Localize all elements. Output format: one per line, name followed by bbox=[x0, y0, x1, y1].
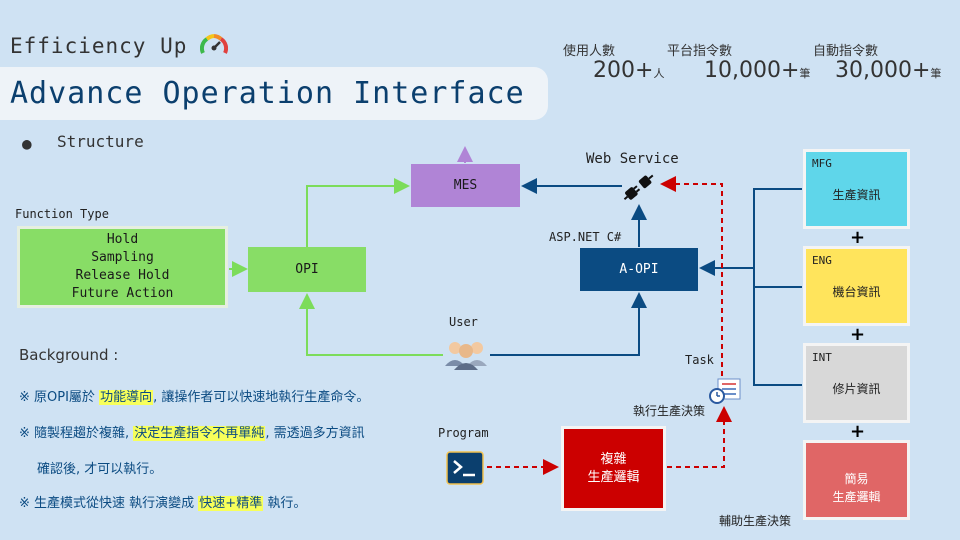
structure-bullet: ● bbox=[22, 134, 32, 153]
page-title: Advance Operation Interface bbox=[10, 76, 525, 111]
aopi-node: A-OPI bbox=[580, 248, 698, 291]
stat-users-value: 200+人 bbox=[593, 58, 665, 83]
source-code: INT bbox=[812, 351, 832, 364]
simple-logic-box: 簡易 生產邏輯 bbox=[803, 440, 910, 520]
stat-auto-label: 自動指令數 bbox=[813, 44, 879, 59]
terminal-icon bbox=[446, 451, 484, 485]
speedometer-icon bbox=[200, 34, 228, 54]
simple-logic-text: 簡易 生產邏輯 bbox=[806, 470, 907, 506]
function-type-item: Hold bbox=[106, 232, 139, 247]
exec-decision-label: 執行生產決策 bbox=[633, 404, 706, 418]
plus-sign: + bbox=[850, 227, 866, 248]
arrow-opi-mes bbox=[306, 178, 410, 247]
arrow-complex-task bbox=[667, 406, 732, 468]
arrow-user-aopi bbox=[490, 292, 647, 356]
eng-source-box: ENG 機台資訊 bbox=[803, 246, 910, 326]
function-type-item: Future Action bbox=[71, 286, 174, 301]
task-clock-icon bbox=[709, 378, 741, 404]
aspnet-label: ASP.NET C# bbox=[549, 230, 622, 244]
eyebrow-title: Efficiency Up bbox=[10, 34, 188, 58]
function-type-item: Release Hold bbox=[75, 268, 170, 283]
int-source-box: INT 修片資訊 bbox=[803, 343, 910, 423]
plus-sign: + bbox=[850, 324, 866, 345]
complex-logic-node: 複雜 生產邏輯 bbox=[561, 426, 666, 511]
source-name: 機台資訊 bbox=[832, 285, 881, 299]
source-code: ENG bbox=[812, 254, 832, 267]
plug-icon bbox=[623, 174, 654, 200]
source-code: MFG bbox=[812, 157, 832, 170]
opi-node: OPI bbox=[248, 247, 366, 292]
web-service-label: Web Service bbox=[586, 151, 679, 167]
mes-node: MES bbox=[411, 164, 520, 207]
title-banner bbox=[0, 67, 548, 120]
stat-users-label: 使用人數 bbox=[563, 44, 616, 59]
simple-logic-line: 生產邏輯 bbox=[832, 490, 881, 504]
source-name: 生產資訊 bbox=[832, 188, 881, 202]
plus-sign: + bbox=[850, 421, 866, 442]
mfg-source-box: MFG 生產資訊 bbox=[803, 149, 910, 229]
program-label: Program bbox=[438, 426, 489, 440]
background-line-2: ※ 隨製程趨於複雜, 決定生產指令不再單純, 需透過多方資訊 bbox=[19, 426, 365, 441]
background-line-4: ※ 生產模式從快速 執行演變成 快速+精準 執行。 bbox=[19, 496, 307, 511]
user-label: User bbox=[449, 315, 478, 329]
background-heading: Background : bbox=[19, 346, 119, 364]
arrow-task-ws bbox=[660, 176, 723, 376]
source-name: 修片資訊 bbox=[832, 382, 881, 396]
stat-platform-value: 10,000+筆 bbox=[704, 58, 811, 83]
complex-logic-line: 生產邏輯 bbox=[587, 469, 640, 485]
aux-decision-label: 輔助生產決策 bbox=[719, 514, 792, 528]
background-line-1: ※ 原OPI屬於 功能導向, 讓操作者可以快速地執行生產命令。 bbox=[19, 390, 370, 405]
function-type-label: Function Type bbox=[15, 207, 109, 221]
simple-logic-line: 簡易 bbox=[844, 472, 869, 486]
function-type-item: Sampling bbox=[91, 250, 154, 265]
stat-auto-value: 30,000+筆 bbox=[835, 58, 942, 83]
complex-logic-line: 複雜 bbox=[600, 451, 627, 467]
task-label: Task bbox=[685, 353, 714, 367]
stat-platform-label: 平台指令數 bbox=[667, 44, 733, 59]
function-type-box: Hold Sampling Release Hold Future Action bbox=[17, 226, 228, 308]
arrow-user-opi bbox=[299, 293, 443, 356]
structure-heading: Structure bbox=[57, 132, 144, 151]
background-line-3: 確認後, 才可以執行。 bbox=[37, 462, 163, 477]
users-icon bbox=[445, 342, 487, 370]
